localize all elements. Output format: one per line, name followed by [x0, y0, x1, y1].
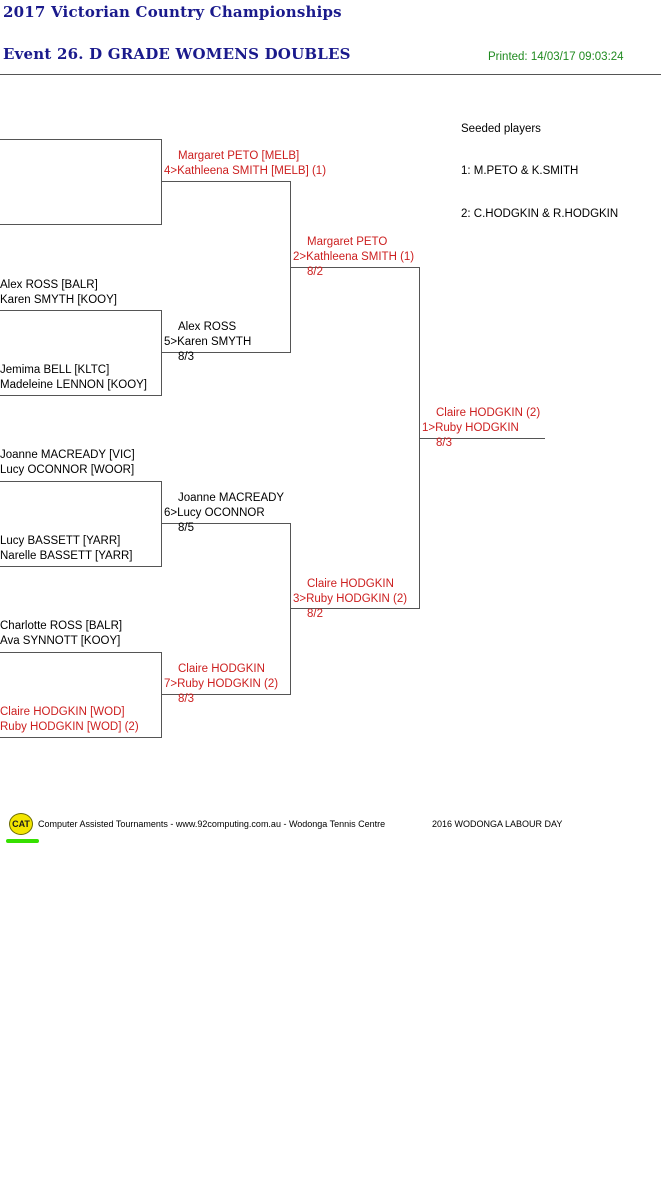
cat-logo-swoosh — [6, 839, 39, 843]
r1-team7-player2: Ava SYNNOTT [KOOY] — [0, 635, 121, 647]
r1-team5-player1: Joanne MACREADY [VIC] — [0, 449, 135, 461]
final-player2: 1>Ruby HODGKIN — [422, 422, 519, 434]
r2-match6-player1: Joanne MACREADY — [178, 492, 285, 504]
r2-match6-score: 8/5 — [178, 522, 194, 534]
sf-match2-player1: Margaret PETO — [307, 236, 388, 248]
r2-match5-player1: Alex ROSS — [178, 321, 237, 333]
sf-match3-player1: Claire HODGKIN — [307, 578, 394, 590]
r2-match7-score: 8/3 — [178, 693, 194, 705]
r1-team4-player1: Jemima BELL [KLTC] — [0, 364, 110, 376]
r2-match7-player1: Claire HODGKIN — [178, 663, 265, 675]
final-score: 8/3 — [436, 437, 452, 449]
r2-match5-player2: 5>Karen SMYTH — [164, 336, 252, 348]
r1-team8-player2: Ruby HODGKIN [WOD] (2) — [0, 721, 139, 733]
sf-match3-player2: 3>Ruby HODGKIN (2) — [293, 593, 408, 605]
tournament-title: 2017 Victorian Country Championships — [3, 3, 342, 21]
r2-match4-player2: 4>Kathleena SMITH [MELB] (1) — [164, 165, 327, 177]
sf-match3-score: 8/2 — [307, 608, 323, 620]
sf-match2-player2: 2>Kathleena SMITH (1) — [293, 251, 415, 263]
r1-team7-player1: Charlotte ROSS [BALR] — [0, 620, 123, 632]
event-title: Event 26. D GRADE WOMENS DOUBLES — [3, 45, 351, 63]
r2-match6-player2: 6>Lucy OCONNOR — [164, 507, 265, 519]
r1-team3-player1: Alex ROSS [BALR] — [0, 279, 98, 291]
final-player1: Claire HODGKIN (2) — [436, 407, 541, 419]
r1-team6-player1: Lucy BASSETT [YARR] — [0, 535, 121, 547]
footer-event-name: 2016 WODONGA LABOUR DAY — [432, 819, 563, 829]
r2-match5-score: 8/3 — [178, 351, 194, 363]
r1-team6-player2: Narelle BASSETT [YARR] — [0, 550, 133, 562]
r1-team8-player1: Claire HODGKIN [WOD] — [0, 706, 125, 718]
seed-2: 2: C.HODGKIN & R.HODGKIN — [461, 208, 619, 220]
cat-logo-icon: CAT — [9, 813, 33, 835]
sf-match2-score: 8/2 — [307, 266, 323, 278]
r1-team4-player2: Madeleine LENNON [KOOY] — [0, 379, 148, 391]
header-divider — [0, 74, 661, 75]
footer-credit: Computer Assisted Tournaments - www.92co… — [38, 819, 386, 829]
r2-match4-player1: Margaret PETO [MELB] — [178, 150, 300, 162]
r1-team5-player2: Lucy OCONNOR [WOOR] — [0, 464, 135, 476]
r2-match7-player2: 7>Ruby HODGKIN (2) — [164, 678, 279, 690]
seeded-heading: Seeded players — [461, 123, 541, 135]
r1-team3-player2: Karen SMYTH [KOOY] — [0, 294, 117, 306]
seed-1: 1: M.PETO & K.SMITH — [461, 165, 579, 177]
printed-timestamp: Printed: 14/03/17 09:03:24 — [488, 51, 624, 63]
